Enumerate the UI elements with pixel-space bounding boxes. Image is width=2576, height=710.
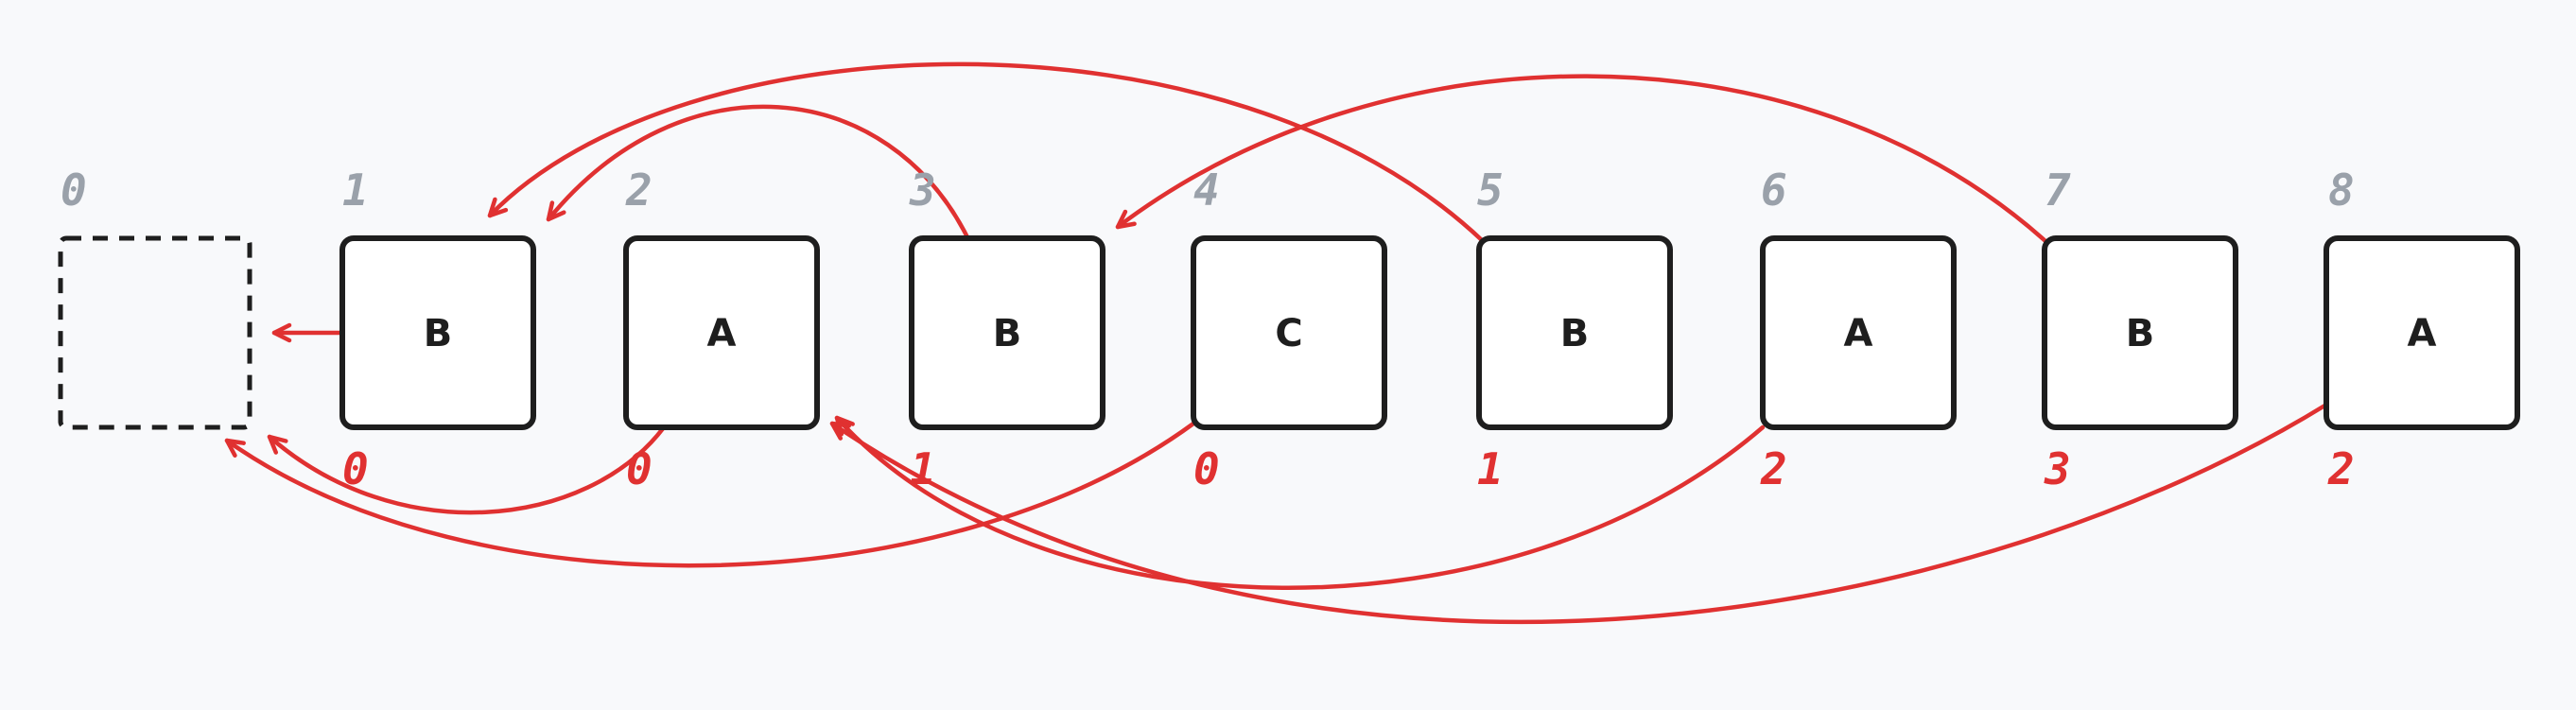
node-7: 7 B 3 xyxy=(2042,165,2238,494)
node-2: 2 A 0 xyxy=(623,165,820,494)
node-index: 3 xyxy=(909,165,936,216)
node-box xyxy=(1760,235,1957,430)
link-8-to-2 xyxy=(829,402,2329,624)
node-box xyxy=(1191,235,1387,430)
node-value: 0 xyxy=(626,443,653,494)
node-4: 4 C 0 xyxy=(1191,165,1387,494)
node-letter: B xyxy=(1560,312,1590,355)
node-index: 1 xyxy=(342,165,369,216)
link-4-to-0 xyxy=(224,421,1196,568)
node-box xyxy=(623,235,820,430)
node-box xyxy=(909,235,1105,430)
link-6-to-2 xyxy=(834,415,1766,590)
node-0: 0 xyxy=(58,165,252,430)
node-5: 5 B 1 xyxy=(1476,165,1673,494)
node-letter: A xyxy=(1844,312,1873,355)
node-3: 3 B 1 xyxy=(909,165,1105,494)
node-index: 0 xyxy=(61,165,87,216)
node-box xyxy=(1476,235,1673,430)
node-index: 7 xyxy=(2045,165,2071,216)
node-value: 3 xyxy=(2044,443,2071,494)
node-6: 6 A 2 xyxy=(1760,165,1957,494)
node-box xyxy=(339,235,536,430)
node-box xyxy=(2324,235,2520,430)
node-1: 1 B 0 xyxy=(339,165,536,494)
link-2-to-0 xyxy=(267,424,667,515)
node-value: 0 xyxy=(342,443,369,494)
node-index: 6 xyxy=(1761,165,1787,216)
node-letter: C xyxy=(1275,312,1302,355)
node-letter: B xyxy=(424,312,453,355)
node-value: 0 xyxy=(1193,443,1220,494)
links xyxy=(224,61,2329,624)
node-value: 2 xyxy=(1760,443,1787,494)
node-index: 2 xyxy=(625,165,653,216)
link-3-to-1 xyxy=(546,104,972,244)
node-letter: A xyxy=(707,312,737,355)
node-value: 1 xyxy=(910,443,936,494)
node-index: 5 xyxy=(1477,165,1504,216)
link-5-to-1 xyxy=(487,61,1486,244)
node-letter: B xyxy=(2126,312,2155,355)
node-letter: A xyxy=(2408,312,2437,355)
node-value: 2 xyxy=(2327,443,2355,494)
empty-root-box xyxy=(58,235,252,430)
node-box xyxy=(2042,235,2238,430)
node-index: 8 xyxy=(2328,165,2355,216)
node-value: 1 xyxy=(1477,443,1504,494)
node-index: 4 xyxy=(1193,165,1220,216)
node-8: 8 A 2 xyxy=(2324,165,2520,494)
link-7-to-3 xyxy=(1115,74,2048,244)
node-letter: B xyxy=(993,312,1022,355)
